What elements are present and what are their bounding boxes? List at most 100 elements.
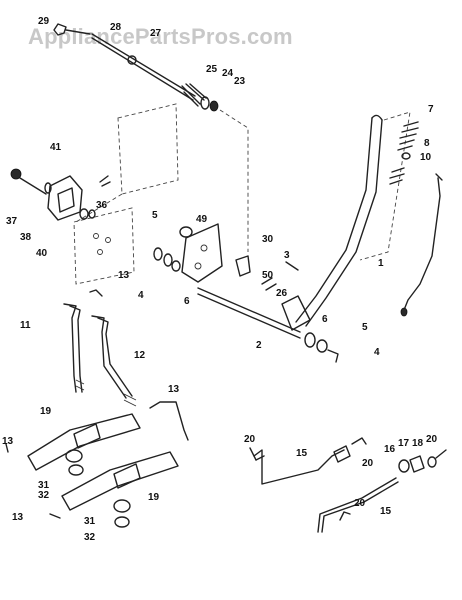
- callout-13a: 13: [118, 270, 130, 281]
- knob-37: [10, 168, 22, 180]
- washer-5b: [316, 339, 328, 353]
- callout-2: 2: [256, 340, 262, 351]
- link-11: [63, 303, 77, 393]
- lift-rod-assembly: [53, 23, 249, 252]
- callout-20a: 20: [244, 434, 256, 445]
- spring-10: [389, 167, 405, 185]
- lift-rod-27: [91, 33, 196, 97]
- callout-6a: 6: [184, 296, 190, 307]
- handle-bracket: [281, 295, 311, 331]
- bushing-4: [163, 253, 173, 267]
- callout-31b: 31: [84, 516, 96, 527]
- pin-36: [99, 175, 111, 187]
- gauge-rod-upper: [249, 437, 367, 485]
- washer-38: [44, 182, 52, 194]
- callout-4b: 4: [374, 347, 380, 358]
- knob-29: [53, 23, 67, 36]
- lift-links: [63, 289, 137, 407]
- callout-6b: 6: [322, 314, 328, 325]
- callout-19b: 19: [148, 492, 160, 503]
- pin-13c: [5, 443, 9, 453]
- nut-32a: [68, 464, 84, 476]
- alignment-line: [219, 109, 249, 252]
- part-17: [409, 455, 425, 473]
- cross-shaft-2: [197, 287, 339, 363]
- callout-25: 25: [206, 64, 218, 75]
- callout-7: 7: [428, 104, 434, 115]
- callout-10: 10: [420, 152, 432, 163]
- callout-19a: 19: [40, 406, 52, 417]
- pin-3: [285, 261, 299, 271]
- part-30: [235, 255, 251, 277]
- nut-28: [127, 55, 137, 65]
- callout-20b: 20: [362, 458, 374, 469]
- washer-5: [153, 247, 163, 261]
- callout-20c: 20: [426, 434, 438, 445]
- rod-end: [65, 29, 91, 35]
- fitting: [333, 445, 351, 463]
- washer-31a: [65, 449, 83, 463]
- spring-group: [389, 121, 419, 185]
- rod-15b: [317, 477, 397, 533]
- callout-28: 28: [110, 22, 122, 33]
- callout-49: 49: [196, 214, 208, 225]
- link-12: [91, 315, 127, 399]
- callout-31a: 31: [38, 480, 50, 491]
- clip-20d: [339, 511, 351, 521]
- callout-37: 37: [6, 216, 18, 227]
- callout-24: 24: [222, 68, 234, 79]
- lift-arm-upper: [5, 413, 141, 476]
- callout-16: 16: [384, 444, 396, 455]
- spring-25: [181, 83, 207, 107]
- washer-31b: [113, 499, 131, 513]
- lift-arm-lower: [49, 401, 189, 528]
- callout-4a: 4: [138, 290, 144, 301]
- callout-32b: 32: [84, 532, 96, 543]
- nut-23: [209, 100, 219, 112]
- part-16: [398, 459, 410, 473]
- lift-handle: [281, 111, 411, 331]
- callout-18: 18: [412, 438, 424, 449]
- callout-27: 27: [150, 28, 162, 39]
- callout-5a: 5: [152, 210, 158, 221]
- callout-40: 40: [36, 248, 48, 259]
- callout-26: 26: [276, 288, 288, 299]
- callout-30: 30: [262, 234, 274, 245]
- washer-24: [200, 96, 210, 110]
- callout-23: 23: [234, 76, 246, 87]
- callout-50: 50: [262, 270, 274, 281]
- callout-38: 38: [20, 232, 32, 243]
- frame-plate: [73, 103, 179, 285]
- callout-3: 3: [284, 250, 290, 261]
- nut-32b: [114, 516, 130, 528]
- part-18: [427, 456, 437, 468]
- part-8: [401, 152, 411, 160]
- pin-13d: [49, 513, 61, 519]
- callout-32a: 32: [38, 490, 50, 501]
- lift-plate-assembly: [153, 223, 299, 291]
- spring-7: [397, 121, 419, 151]
- bushing-6b: [304, 332, 316, 348]
- callout-12: 12: [134, 350, 146, 361]
- clip-4b: [327, 349, 339, 363]
- callout-15a: 15: [296, 448, 308, 459]
- handle-bracket-assembly: [10, 168, 111, 221]
- clip-20c: [435, 449, 447, 459]
- pin-50: [261, 277, 277, 291]
- gauge-rod-lower: [317, 449, 447, 533]
- washer-40: [79, 208, 89, 220]
- callout-1: 1: [378, 258, 384, 269]
- callout-17: 17: [398, 438, 410, 449]
- callout-29: 29: [38, 16, 50, 27]
- cable-1: [400, 173, 443, 317]
- clip-20b: [351, 437, 367, 445]
- bushing-6: [171, 260, 181, 272]
- callout-13b: 13: [168, 384, 180, 395]
- callout-8: 8: [424, 138, 430, 149]
- callout-11: 11: [20, 320, 31, 331]
- lift-plate: [181, 223, 223, 283]
- handle-grip-outline: [359, 111, 411, 261]
- callout-13d: 13: [12, 512, 24, 523]
